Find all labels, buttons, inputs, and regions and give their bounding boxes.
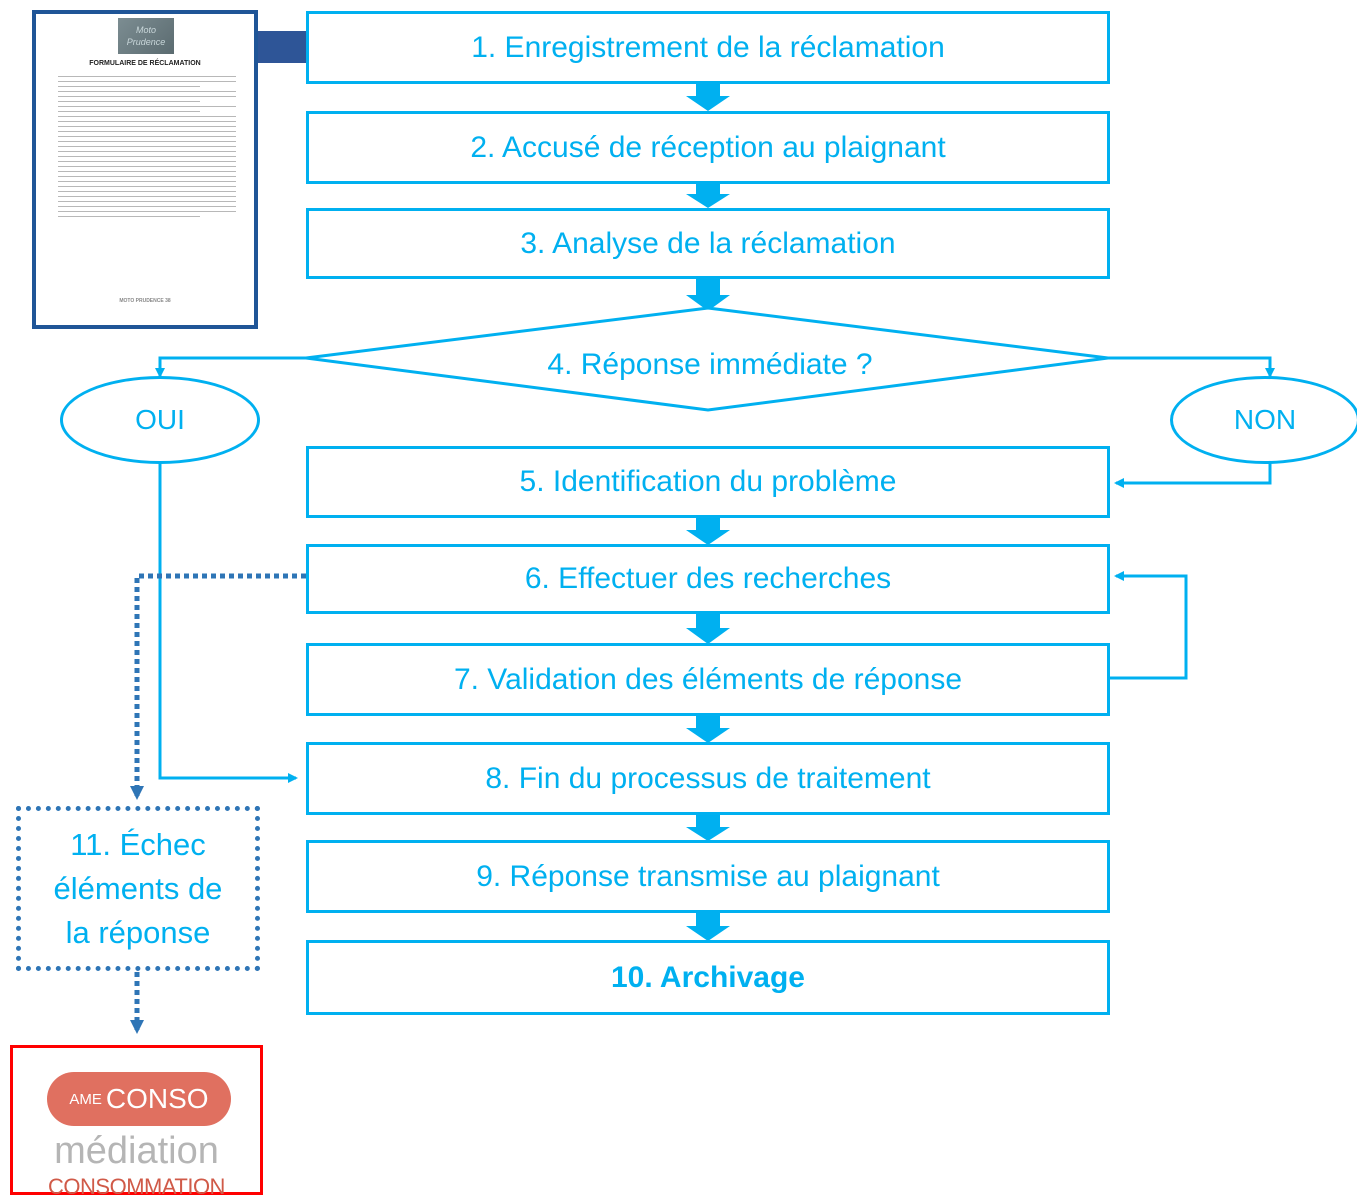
branch-oui-label: OUI [135, 404, 185, 435]
step-6-box: 6. Effectuer des recherches [306, 544, 1110, 614]
step-7-label: 7. Validation des éléments de réponse [453, 662, 963, 696]
arrow-non-to-step5 [1114, 462, 1272, 488]
step-5-label: 5. Identification du problème [519, 465, 897, 498]
block-arrow-7-8 [686, 715, 730, 743]
arrow-diamond-to-oui [155, 356, 306, 378]
down-block-arrows [686, 84, 730, 941]
logo-conso-text: CONSO [105, 1083, 209, 1114]
step-8-box: 8. Fin du processus de traitement [306, 742, 1110, 815]
arrow-oui-to-step8 [158, 462, 298, 783]
block-arrow-9-10 [686, 912, 730, 941]
failure-line-1: 11. Échec [70, 826, 206, 862]
step-6-label: 6. Effectuer des recherches [524, 562, 892, 595]
block-arrow-2-3 [686, 183, 730, 208]
logo-ame-text: AME [69, 1090, 102, 1108]
block-arrow-3-4 [686, 278, 730, 311]
step-10-box: 10. Archivage [306, 940, 1110, 1015]
block-arrow-8-9 [686, 814, 730, 841]
form-footer-name: MOTO PRUDENCE 38 [119, 298, 171, 304]
arrow-diamond-to-non [1108, 356, 1275, 378]
step-10-label: 10. Archivage [611, 960, 805, 994]
arrow-loop-7-to-6 [1108, 571, 1188, 680]
logo-consommation-text: CONSOMMATION [48, 1174, 225, 1199]
step-3-box: 3. Analyse de la réclamation [306, 208, 1110, 279]
block-arrow-6-7 [686, 613, 730, 644]
step-11-failure-box: 11. Échec éléments de la réponse [16, 806, 260, 971]
step-1-box: 1. Enregistrement de la réclamation [306, 11, 1110, 84]
ame-conso-mediator-logo: AME CONSO médiation CONSOMMATION [10, 1045, 263, 1199]
branch-non-label: NON [1233, 404, 1297, 435]
block-arrow-5-6 [686, 517, 730, 545]
branch-non: NON [1170, 376, 1357, 464]
step-3-label: 3. Analyse de la réclamation [520, 226, 896, 260]
step-7-box: 7. Validation des éléments de réponse [306, 643, 1110, 716]
form-footer: MOTO PRUDENCE 38 [36, 298, 254, 305]
speech-bubble-icon: AME CONSO [47, 1072, 231, 1126]
form-text-lines [58, 76, 236, 221]
failure-line-2: éléments de [53, 870, 223, 906]
dotted-step6-to-failure [130, 573, 306, 800]
step-8-label: 8. Fin du processus de traitement [485, 761, 931, 795]
step-2-label: 2. Accusé de réception au plaignant [470, 130, 946, 164]
step-1-label: 1. Enregistrement de la réclamation [471, 30, 945, 64]
form-title: FORMULAIRE DE RÉCLAMATION [89, 60, 201, 67]
form-logo-image: Moto Prudence [118, 18, 174, 54]
step-4-label: 4. Réponse immédiate ? [547, 348, 873, 381]
step-5-box: 5. Identification du problème [306, 446, 1110, 518]
step-9-box: 9. Réponse transmise au plaignant [306, 840, 1110, 913]
complaint-form-thumbnail: Moto Prudence FORMULAIRE DE RÉCLAMATION … [32, 10, 258, 329]
form-logo-text: Moto Prudence [126, 25, 166, 47]
step-2-box: 2. Accusé de réception au plaignant [306, 111, 1110, 184]
step-9-label: 9. Réponse transmise au plaignant [476, 859, 940, 893]
decision-diamond [305, 306, 1109, 412]
failure-line-3: la réponse [65, 914, 211, 950]
logo-mediation-text: médiation [54, 1130, 219, 1172]
block-arrow-1-2 [686, 84, 730, 111]
branch-oui: OUI [60, 376, 260, 464]
